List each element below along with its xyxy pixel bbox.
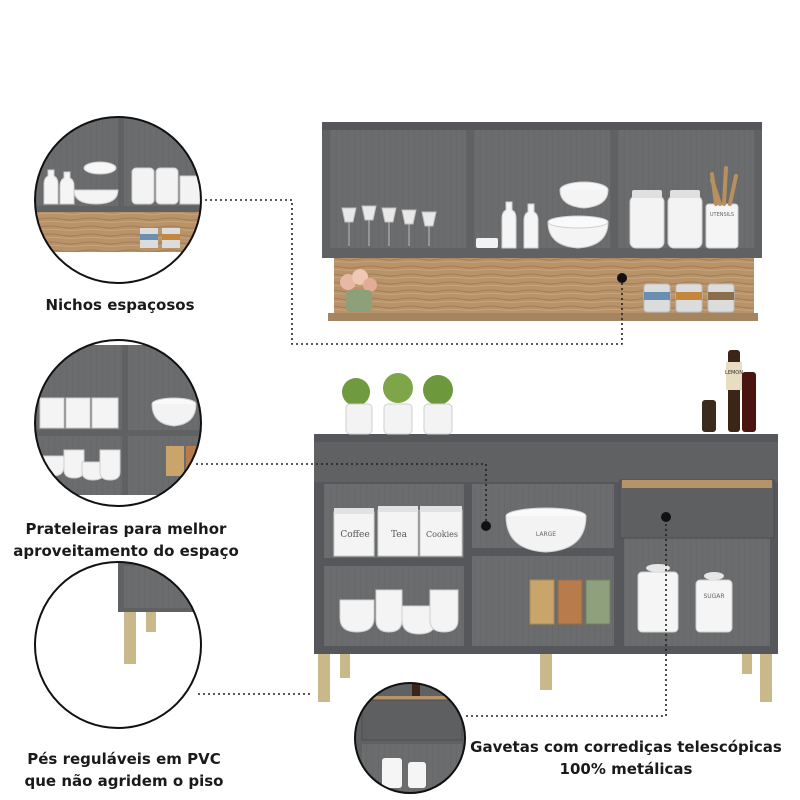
caption-drawers-line1: Gavetas com corrediças telescópicas xyxy=(470,738,782,756)
upper-cabinet xyxy=(322,122,762,321)
label-utensils: UTENSILS xyxy=(709,212,735,218)
label-coffee: Coffee xyxy=(340,530,370,540)
drawer xyxy=(619,479,775,539)
caption-feet-line1: Pés reguláveis em PVC xyxy=(27,750,221,768)
caption-niches: Nichos espaçosos xyxy=(45,296,195,314)
caption-feet-line2: que não agridem o piso xyxy=(24,772,224,790)
lower-cabinet xyxy=(314,350,778,702)
callout-circle-drawers xyxy=(354,682,466,794)
oil-bottles xyxy=(702,350,756,432)
spice-jars xyxy=(643,283,735,313)
caption-drawers: Gavetas com corrediças telescópicas 100%… xyxy=(462,736,790,780)
flower-vase xyxy=(340,269,377,312)
label-cookies: Cookies xyxy=(426,530,458,539)
wine-glasses xyxy=(341,205,437,246)
gold-feet xyxy=(318,654,772,702)
canisters-lower xyxy=(333,506,463,557)
caption-shelves-line2: aproveitamento do espaço xyxy=(13,542,239,560)
leader-dots xyxy=(481,273,671,531)
glass-canisters xyxy=(629,166,739,249)
caption-shelves: Prateleiras para melhor aproveitamento d… xyxy=(10,518,242,562)
callout-circle-shelves xyxy=(34,339,202,507)
caption-shelves-line1: Prateleiras para melhor xyxy=(25,520,227,538)
large-bowl xyxy=(505,507,587,553)
cans xyxy=(529,579,611,625)
label-lemon: LEMON xyxy=(725,370,743,376)
leader-lines xyxy=(196,199,667,717)
callout-circle-niches xyxy=(34,116,202,284)
label-sugar: SUGAR xyxy=(703,593,725,600)
caption-feet: Pés reguláveis em PVC que não agridem o … xyxy=(16,748,232,792)
pitchers xyxy=(339,589,459,635)
white-jars xyxy=(637,564,733,633)
label-large: LARGE xyxy=(535,531,557,538)
caption-drawers-line2: 100% metálicas xyxy=(559,760,693,778)
label-tea: Tea xyxy=(391,530,407,540)
callout-circle-feet xyxy=(34,561,202,729)
potted-plants xyxy=(342,373,453,435)
ceramic-bottles xyxy=(476,181,609,249)
